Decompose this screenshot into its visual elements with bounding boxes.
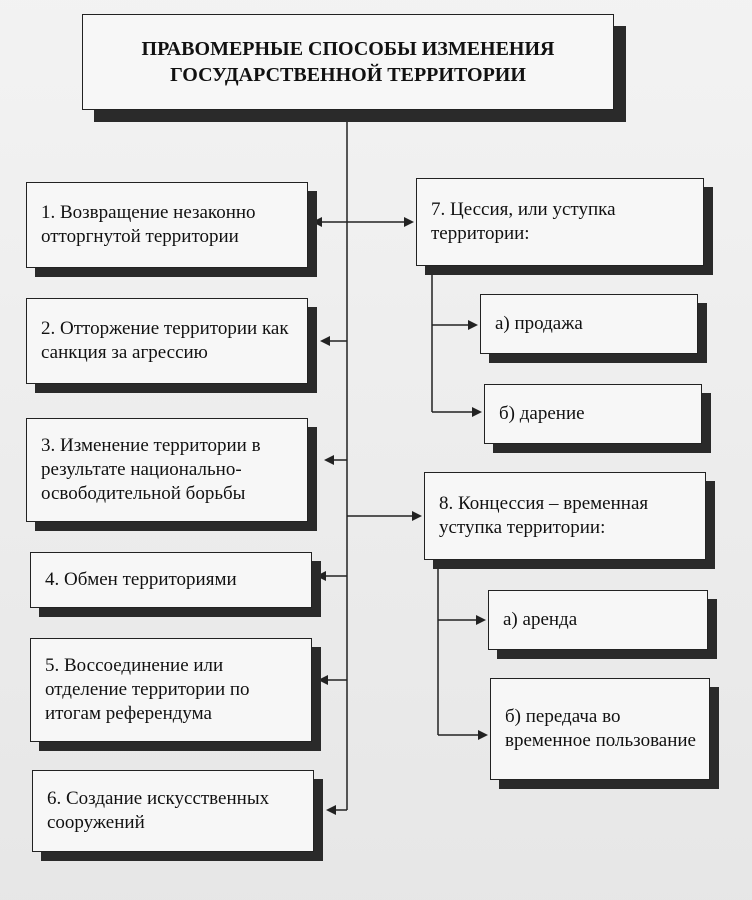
item-3-box: 3. Изменение территории в результате нац… bbox=[26, 418, 308, 522]
item-2-box: 2. Отторжение территории как санкция за … bbox=[26, 298, 308, 384]
item-8b-box: б) передача во временное пользование bbox=[490, 678, 710, 780]
arrow-head-8a bbox=[476, 615, 486, 625]
item-8-box: 8. Концессия – временная уступка террито… bbox=[424, 472, 706, 560]
arrow-head-5 bbox=[318, 675, 328, 685]
item-7a-box: а) продажа bbox=[480, 294, 698, 354]
item-7b-box: б) дарение bbox=[484, 384, 702, 444]
arrow-head-7b bbox=[472, 407, 482, 417]
arrow-head-8 bbox=[412, 511, 422, 521]
item-6-box: 6. Создание искусственных сооружений bbox=[32, 770, 314, 852]
item-5-box: 5. Воссоединение или отделение территори… bbox=[30, 638, 312, 742]
arrow-head-1 bbox=[312, 217, 322, 227]
item-1-box: 1. Возвращение незаконно отторгнутой тер… bbox=[26, 182, 308, 268]
item-4-box: 4. Обмен территориями bbox=[30, 552, 312, 608]
item-8a-box: а) аренда bbox=[488, 590, 708, 650]
arrow-head-8b bbox=[478, 730, 488, 740]
arrow-head-2 bbox=[320, 336, 330, 346]
arrow-head-6 bbox=[326, 805, 336, 815]
item-7-box: 7. Цессия, или уступка территории: bbox=[416, 178, 704, 266]
arrow-head-7 bbox=[404, 217, 414, 227]
arrow-head-7a bbox=[468, 320, 478, 330]
diagram-title: ПРАВОМЕРНЫЕ СПОСОБЫ ИЗМЕНЕНИЯ ГОСУДАРСТВ… bbox=[82, 14, 614, 110]
arrow-head-3 bbox=[324, 455, 334, 465]
arrow-head-4 bbox=[316, 571, 326, 581]
